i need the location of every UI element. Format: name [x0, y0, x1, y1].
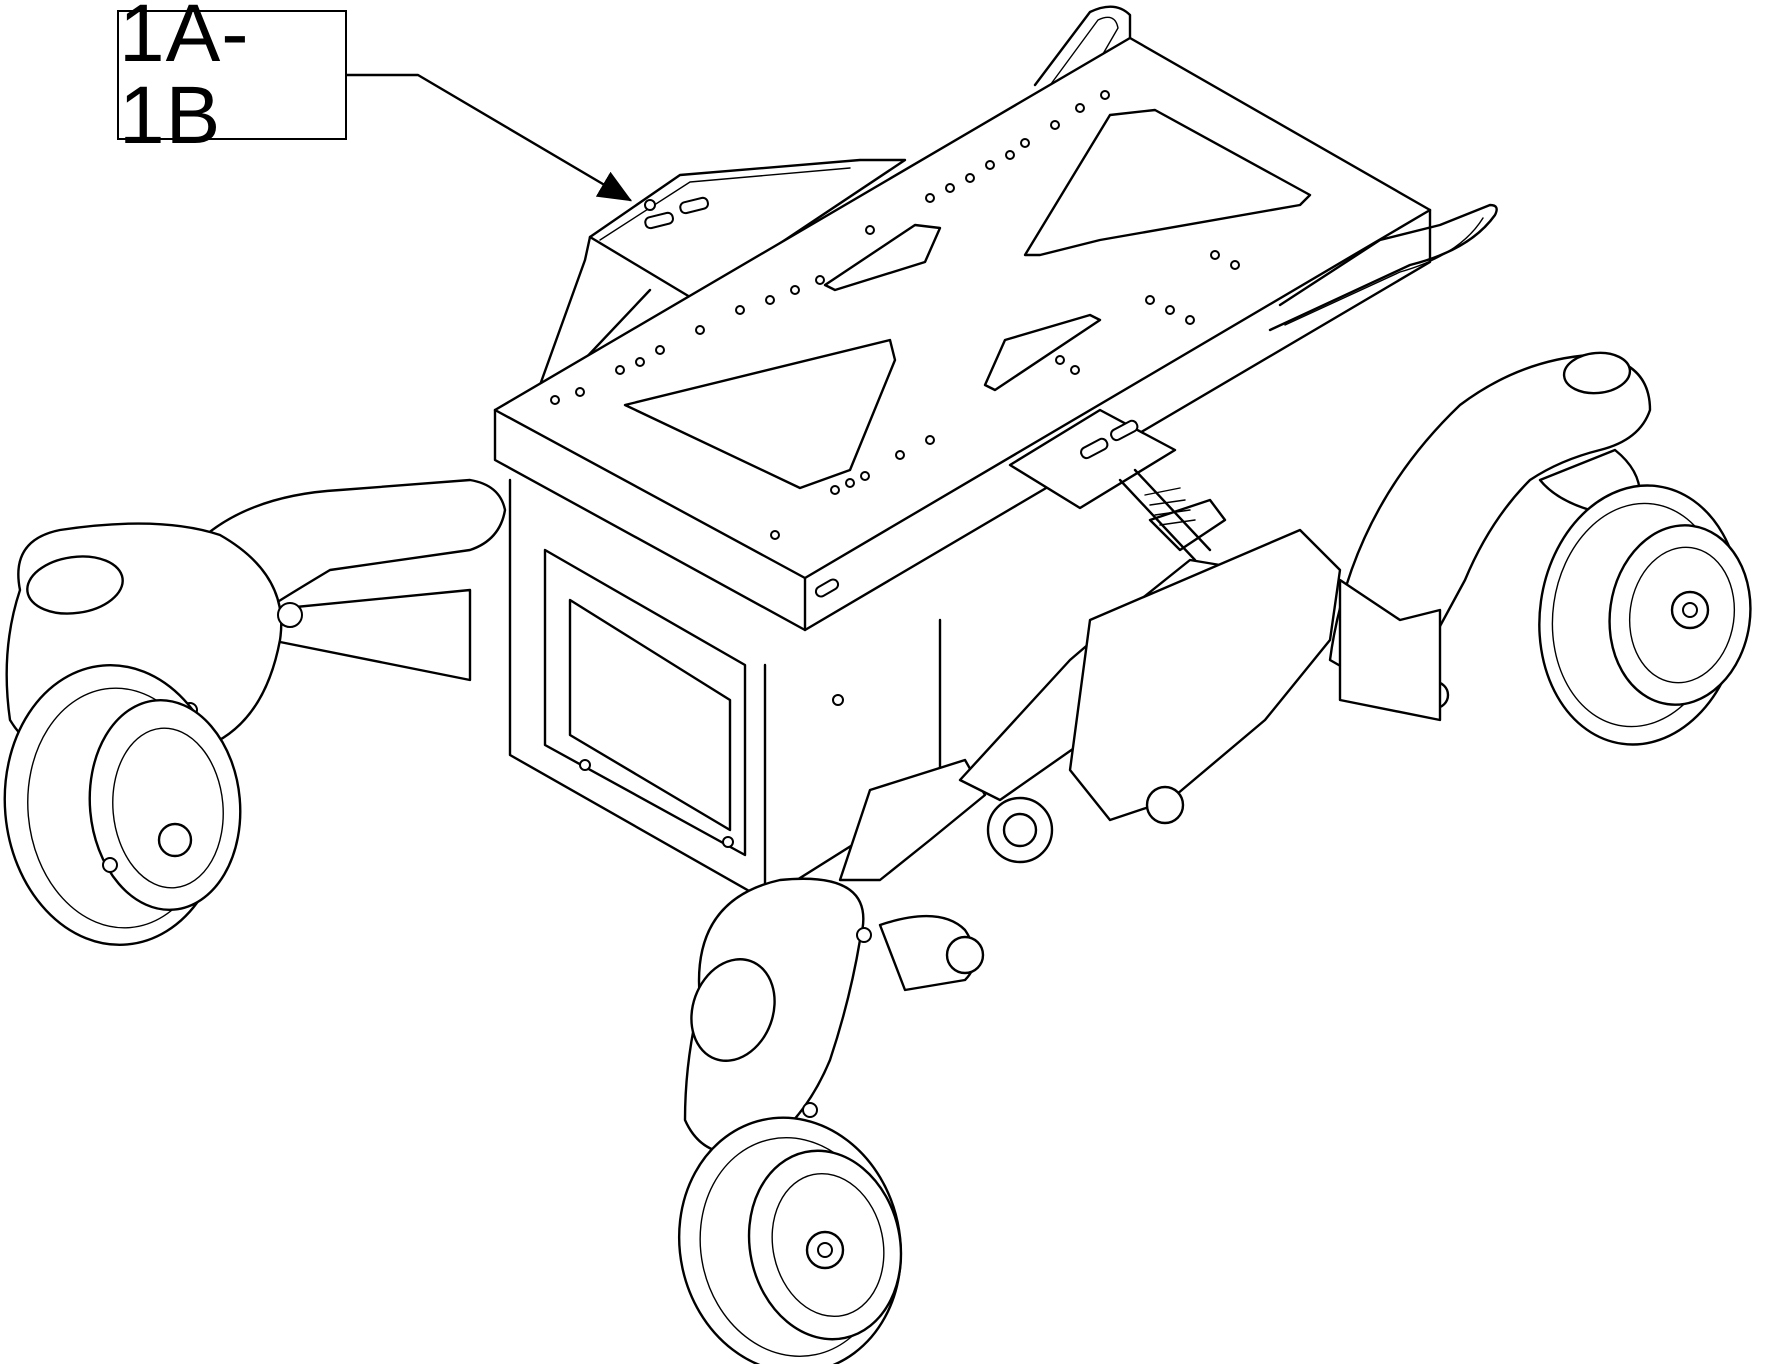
front-mounting-bracket [1008, 408, 1177, 510]
seat-mounting-plate [493, 36, 1432, 632]
rear-handle [1033, 5, 1132, 92]
callout-leader-arrow [345, 73, 633, 202]
front-right-caster-arm [1328, 351, 1652, 722]
front-handle [1268, 203, 1498, 332]
callout-label: 1A-1B [119, 0, 250, 161]
shock-absorber [1118, 468, 1212, 562]
rear-left-wheel [3, 664, 242, 946]
front-right-wheel [1538, 484, 1752, 746]
front-left-caster-arm [683, 758, 987, 1155]
front-left-wheel [677, 1116, 903, 1364]
rear-bracket [538, 158, 907, 387]
callout-box: 1A-1B [117, 0, 347, 157]
plate-holes [550, 90, 1240, 540]
